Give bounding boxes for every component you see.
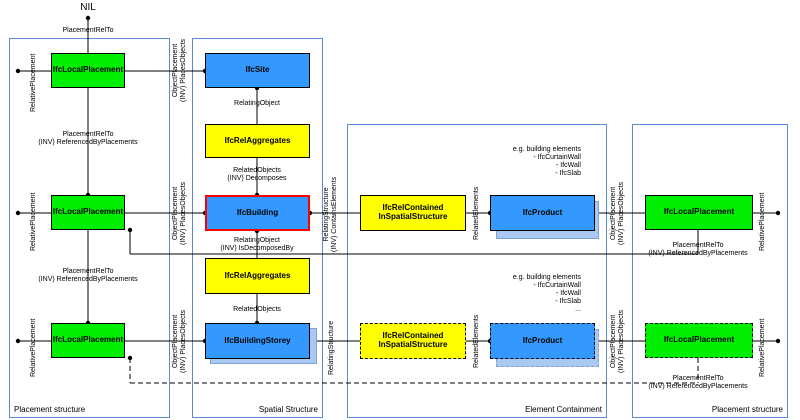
- related-elements-label: RelatedElements: [473, 314, 480, 368]
- related-elements-label: RelatedElements: [473, 186, 480, 240]
- relative-placement-label: RelativePlacement: [30, 192, 37, 251]
- rel-aggregates-box-2[interactable]: IfcRelAggregates: [205, 258, 310, 294]
- panel-title: Element Containment: [525, 405, 602, 414]
- relating-object-label: RelatingObject (INV) IsDecomposedBy: [220, 237, 294, 253]
- placement-rel-to-text: PlacementRelTo: [62, 268, 114, 275]
- relating-structure-label: RelatingStructure: [328, 320, 335, 375]
- panel-placement-structure-right: Placement structure: [632, 124, 788, 418]
- local-placement-box-site[interactable]: IfcLocalPlacement: [51, 53, 125, 88]
- object-placement-label: ObjectPlacement (INV) PlacesObjects: [610, 309, 626, 373]
- placement-rel-to-label: PlacementRelTo: [62, 27, 114, 34]
- local-placement-box-storey[interactable]: IfcLocalPlacement: [51, 323, 125, 358]
- relative-placement-label: RelativePlacement: [30, 53, 37, 112]
- placement-rel-to-label: PlacementRelTo (INV) ReferencedByPlaceme…: [38, 268, 137, 284]
- nil-label: NIL: [80, 2, 96, 13]
- building-elements-note: e.g. building elements - IfcCurtainWall …: [512, 274, 581, 314]
- object-placement-label: ObjectPlacement (INV) PlacesObjects: [172, 309, 188, 373]
- relating-structure-label: RelatingStructure (INV) ContainsElements: [323, 176, 339, 252]
- ifc-building-box[interactable]: IfcBuilding: [205, 195, 310, 231]
- panel-title: Spatial Structure: [258, 405, 318, 414]
- object-placement-label: ObjectPlacement (INV) PlacesObjects: [610, 181, 626, 245]
- ifc-site-box[interactable]: IfcSite: [205, 53, 310, 88]
- object-placement-label: ObjectPlacement (INV) PlacesObjects: [172, 38, 188, 102]
- rel-contained-box-1[interactable]: IfcRelContained InSpatialStructure: [360, 195, 466, 231]
- related-objects-label: RelatedObjects (INV) Decomposes: [227, 167, 287, 183]
- relating-object-label: RelatingObject: [234, 100, 280, 107]
- ifc-building-storey-box[interactable]: IfcBuildingStorey: [205, 323, 310, 359]
- placement-rel-to-label: PlacementRelTo (INV) ReferencedByPlaceme…: [648, 375, 748, 391]
- related-objects-label: RelatedObjects: [233, 306, 281, 313]
- ifc-product-box-2[interactable]: IfcProduct: [490, 323, 595, 359]
- ifc-product-box-1[interactable]: IfcProduct: [490, 195, 595, 231]
- rel-aggregates-box-1[interactable]: IfcRelAggregates: [205, 124, 310, 158]
- referenced-by-placements-text: (INV) ReferencedByPlacements: [38, 276, 138, 284]
- local-placement-box-product[interactable]: IfcLocalPlacement: [645, 195, 753, 230]
- panel-element-containment: Element Containment: [347, 124, 607, 418]
- building-elements-note: e.g. building elements - IfcCurtainWall …: [512, 146, 581, 178]
- panel-placement-structure-left: Placement structure: [9, 38, 170, 418]
- panel-spatial-structure: Spatial Structure: [192, 38, 323, 418]
- relative-placement-label: RelativePlacement: [30, 318, 37, 377]
- local-placement-box-building[interactable]: IfcLocalPlacement: [51, 195, 125, 230]
- rel-contained-box-2[interactable]: IfcRelContained InSpatialStructure: [360, 323, 466, 359]
- placement-rel-to-label: PlacementRelTo (INV) ReferencedByPlaceme…: [38, 131, 137, 147]
- panel-title: Placement structure: [711, 405, 783, 414]
- referenced-by-placements-text: (INV) ReferencedByPlacements: [38, 139, 138, 147]
- local-placement-box-product-2[interactable]: IfcLocalPlacement: [645, 323, 753, 358]
- object-placement-label: ObjectPlacement (INV) PlacesObjects: [172, 181, 188, 245]
- relative-placement-label: RelativePlacement: [759, 192, 766, 251]
- placement-rel-to-text: PlacementRelTo: [62, 131, 114, 138]
- panel-title: Placement structure: [14, 405, 86, 414]
- relative-placement-label: RelativePlacement: [759, 318, 766, 377]
- placement-rel-to-label: PlacementRelTo (INV) ReferencedByPlaceme…: [648, 242, 748, 258]
